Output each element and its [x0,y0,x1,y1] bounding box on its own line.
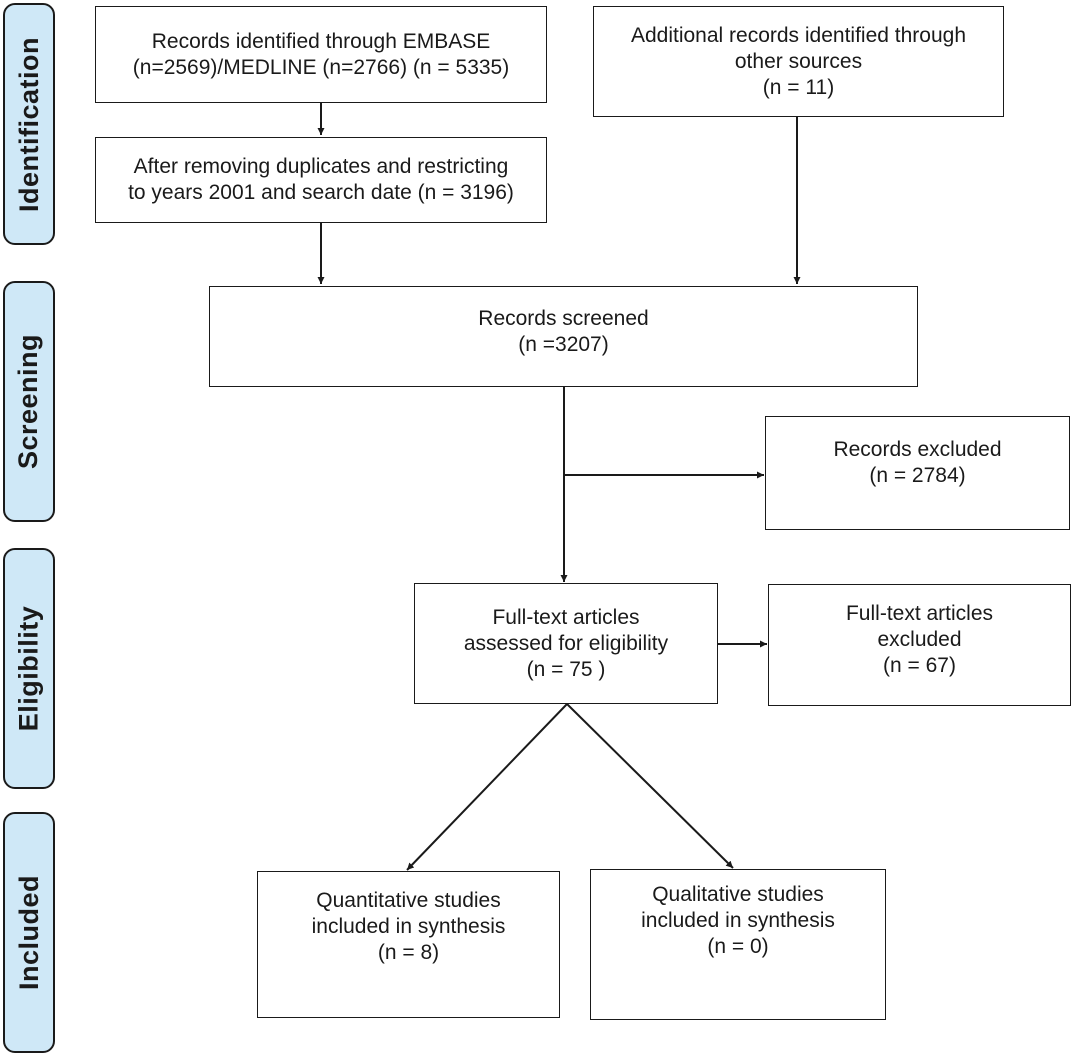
box-fulltext-excluded-line-1: Full-text articles [845,602,994,625]
box-additional-records-line-3: (n = 11) [762,76,835,99]
phase-screening: Screening [3,281,55,522]
box-after-duplicates: After removing duplicates and restrictin… [95,137,547,223]
box-records-excluded-line-2: (n = 2784) [869,464,966,487]
phase-identification: Identification [3,3,55,245]
box-records-screened-line-1: Records screened [478,307,649,330]
box-after-duplicates-line-2: to years 2001 and search date (n = 3196) [128,181,514,204]
box-fulltext-assessed: Full-text articles assessed for eligibil… [414,583,718,704]
box-qualitative-studies: Qualitative studies included in synthesi… [590,869,886,1020]
box-additional-records-line-1: Additional records identified through [630,24,967,47]
phase-included: Included [3,812,55,1053]
box-fulltext-assessed-line-1: Full-text articles [492,605,640,629]
box-qualitative-studies-line-2: included in synthesis [641,909,835,932]
box-records-screened: Records screened (n =3207) [209,286,918,387]
box-records-excluded-line-1: Records excluded [833,438,1002,461]
box-fulltext-assessed-line-3: (n = 75 ) [526,657,606,681]
box-qualitative-studies-line-1: Qualitative studies [652,883,824,906]
box-quantitative-studies-line-1: Quantitative studies [316,889,501,912]
box-fulltext-excluded-line-3: (n = 67) [883,654,956,677]
box-records-screened-line-2: (n =3207) [518,333,609,356]
box-records-identified: Records identified through EMBASE (n=256… [95,6,547,103]
box-additional-records-line-2: other sources [734,50,863,73]
box-quantitative-studies: Quantitative studies included in synthes… [257,871,560,1018]
arrow-fulltext-to-quantitative [406,703,568,871]
box-records-identified-line-2: (n=2569)/MEDLINE (n=2766) (n = 5335) [132,55,510,79]
box-records-identified-line-1: Records identified through EMBASE [151,29,491,53]
phase-eligibility: Eligibility [3,548,55,789]
box-fulltext-excluded-line-2: excluded [877,628,962,651]
box-additional-records: Additional records identified through ot… [593,6,1004,117]
box-fulltext-excluded: Full-text articles excluded (n = 67) [768,584,1071,706]
box-after-duplicates-line-1: After removing duplicates and restrictin… [133,155,509,178]
box-quantitative-studies-line-2: included in synthesis [311,915,506,938]
arrow-fulltext-to-qualitative [566,703,734,869]
box-records-excluded: Records excluded (n = 2784) [765,416,1070,530]
box-qualitative-studies-line-3: (n = 0) [707,935,769,958]
box-quantitative-studies-line-3: (n = 8) [377,941,440,964]
box-fulltext-assessed-line-2: assessed for eligibility [463,631,669,655]
